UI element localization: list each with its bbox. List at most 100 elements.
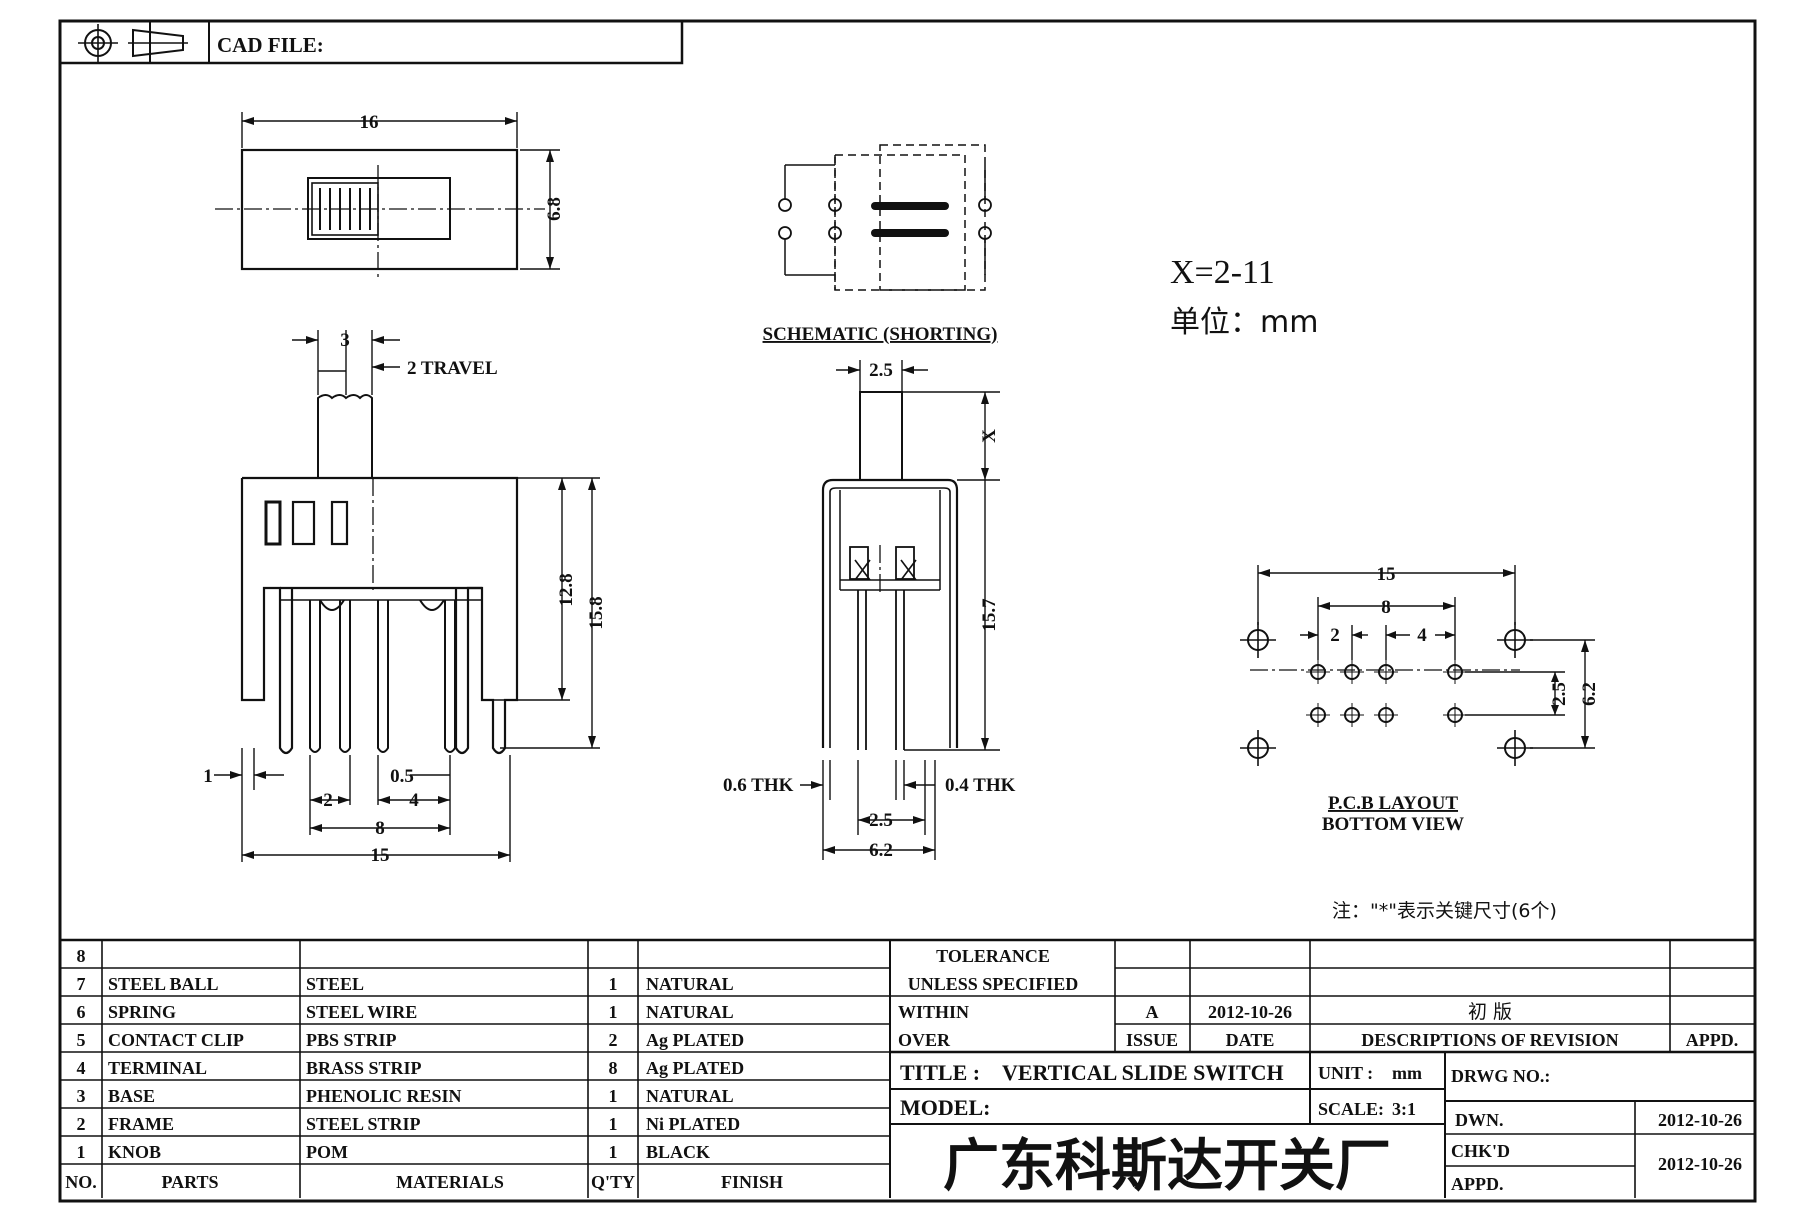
title-label: TITLE : <box>900 1060 980 1085</box>
side-height-dim: 15.7 <box>979 598 1000 632</box>
pcb-label-line1: P.C.B LAYOUT <box>1328 793 1458 814</box>
row-finish: NATURAL <box>646 974 734 994</box>
key-dimension-note: 注："*"表示关键尺寸(6个) <box>1332 900 1557 922</box>
row-no: 6 <box>77 1002 86 1022</box>
row-material: PHENOLIC RESIN <box>306 1086 462 1106</box>
revision-description: 初 版 <box>1468 1001 1512 1023</box>
row-qty: 1 <box>609 1002 618 1022</box>
pcb-dim-4: 4 <box>1417 625 1427 646</box>
row-finish: NATURAL <box>646 1002 734 1022</box>
parts-row: 1 KNOB POM 1 BLACK <box>77 1142 711 1162</box>
row-finish: BLACK <box>646 1142 710 1162</box>
side-x-dim: X <box>979 429 1000 443</box>
parts-table: 8 7 STEEL BALL STEEL 1 NATURAL 6 SPRING … <box>60 938 1755 1198</box>
parts-table-header: NO. PARTS MATERIALS Q'TY FINISH <box>65 1172 783 1192</box>
header-no: NO. <box>65 1172 97 1192</box>
row-finish: Ag PLATED <box>646 1058 744 1078</box>
side-top-dim: 2.5 <box>869 360 893 381</box>
top-width-dim: 16 <box>360 112 379 133</box>
row-qty: 8 <box>609 1058 618 1078</box>
front-height-15-8: 15.8 <box>586 596 607 629</box>
row-no: 8 <box>77 946 86 966</box>
row-no: 2 <box>77 1114 86 1134</box>
unit-note: 单位：mm <box>1170 305 1318 340</box>
drawing-title: VERTICAL SLIDE SWITCH <box>1002 1060 1284 1085</box>
row-part: BASE <box>108 1086 155 1106</box>
revision-date: 2012-10-26 <box>1208 1002 1292 1022</box>
row-material: STEEL STRIP <box>306 1114 421 1134</box>
scale-label: SCALE: <box>1318 1099 1384 1119</box>
header-block: CAD FILE: <box>58 19 684 65</box>
dwn-date: 2012-10-26 <box>1658 1110 1742 1130</box>
row-no: 3 <box>77 1086 86 1106</box>
chkd-date: 2012-10-26 <box>1658 1154 1742 1174</box>
tolerance-block: TOLERANCE UNLESS SPECIFIED WITHIN OVER <box>890 940 1755 1054</box>
front-dim-1: 1 <box>203 766 213 787</box>
unit-value: mm <box>1392 1063 1422 1083</box>
pcb-mount-holes <box>1240 622 1533 766</box>
front-dim-15: 15 <box>371 845 390 866</box>
row-no: 7 <box>77 974 86 994</box>
revision-header-issue: ISSUE <box>1126 1030 1178 1050</box>
row-part: KNOB <box>108 1142 161 1162</box>
pcb-dim-2-5: 2.5 <box>1549 682 1570 706</box>
scale-value: 3:1 <box>1392 1099 1416 1119</box>
header-parts: PARTS <box>161 1172 218 1192</box>
side-thk-left: 0.6 THK <box>723 775 794 796</box>
side-thk-right: 0.4 THK <box>945 775 1016 796</box>
tolerance-over: OVER <box>898 1030 951 1050</box>
tolerance-subtitle: UNLESS SPECIFIED <box>908 974 1079 994</box>
front-height-12-8: 12.8 <box>556 573 577 606</box>
row-part: STEEL BALL <box>108 974 219 994</box>
row-material: PBS STRIP <box>306 1030 397 1050</box>
row-finish: Ni PLATED <box>646 1114 740 1134</box>
company-name: 广东科斯达开关厂 <box>943 1134 1391 1199</box>
pcb-dim-2: 2 <box>1330 625 1340 646</box>
pcb-dim-15: 15 <box>1377 564 1396 585</box>
front-dim-8: 8 <box>375 818 385 839</box>
side-width-dim: 6.2 <box>869 840 893 861</box>
pcb-dim-6-2: 6.2 <box>1579 682 1600 706</box>
revision-issue: A <box>1146 1002 1159 1022</box>
schematic: SCHEMATIC (SHORTING) <box>763 144 998 345</box>
parts-row: 6 SPRING STEEL WIRE 1 NATURAL <box>77 1002 734 1022</box>
top-view: 16 6.8 <box>215 112 565 280</box>
pcb-pin-holes <box>1306 660 1467 727</box>
parts-row: 8 <box>77 946 86 966</box>
row-qty: 1 <box>609 1142 618 1162</box>
row-qty: 1 <box>609 1086 618 1106</box>
title-block: TITLE : VERTICAL SLIDE SWITCH UNIT : mm … <box>890 1052 1755 1199</box>
pcb-layout: 15 8 2 4 2.5 6.2 P.C.B LAYOUT BOTTOM VIE… <box>1240 564 1600 835</box>
parts-row: 4 TERMINAL BRASS STRIP 8 Ag PLATED <box>77 1058 745 1078</box>
side-pin-pitch: 2.5 <box>869 810 893 831</box>
row-finish: NATURAL <box>646 1086 734 1106</box>
schematic-label: SCHEMATIC (SHORTING) <box>763 324 998 345</box>
parts-row: 5 CONTACT CLIP PBS STRIP 2 Ag PLATED <box>77 1030 745 1050</box>
appd-label: APPD. <box>1451 1174 1504 1194</box>
row-material: POM <box>306 1142 348 1162</box>
row-material: STEEL <box>306 974 364 994</box>
parts-row: 7 STEEL BALL STEEL 1 NATURAL <box>77 974 734 994</box>
tolerance-within: WITHIN <box>898 1002 969 1022</box>
row-qty: 2 <box>609 1030 618 1050</box>
revision-header-description: DESCRIPTIONS OF REVISION <box>1361 1030 1618 1050</box>
row-finish: Ag PLATED <box>646 1030 744 1050</box>
parts-row: 3 BASE PHENOLIC RESIN 1 NATURAL <box>77 1086 734 1106</box>
row-material: STEEL WIRE <box>306 1002 417 1022</box>
revision-header-appd: APPD. <box>1686 1030 1739 1050</box>
chkd-label: CHK'D <box>1451 1141 1510 1161</box>
drwg-no-label: DRWG NO.: <box>1451 1066 1550 1086</box>
model-label: MODEL: <box>900 1095 990 1120</box>
front-view: 3 2 TRAVEL 12.8 15.8 <box>203 330 607 866</box>
side-view: 2.5 X 15.7 0.6 THK 0.4 THK 2.5 6.2 <box>723 360 1016 861</box>
unit-label: UNIT : <box>1318 1063 1373 1083</box>
revision-header-date: DATE <box>1226 1030 1275 1050</box>
row-no: 1 <box>77 1142 86 1162</box>
top-height-dim: 6.8 <box>544 197 565 221</box>
first-angle-projection-icon <box>78 24 188 62</box>
header-materials: MATERIALS <box>396 1172 504 1192</box>
row-part: SPRING <box>108 1002 176 1022</box>
front-dim-0-5: 0.5 <box>390 766 414 787</box>
row-material: BRASS STRIP <box>306 1058 422 1078</box>
